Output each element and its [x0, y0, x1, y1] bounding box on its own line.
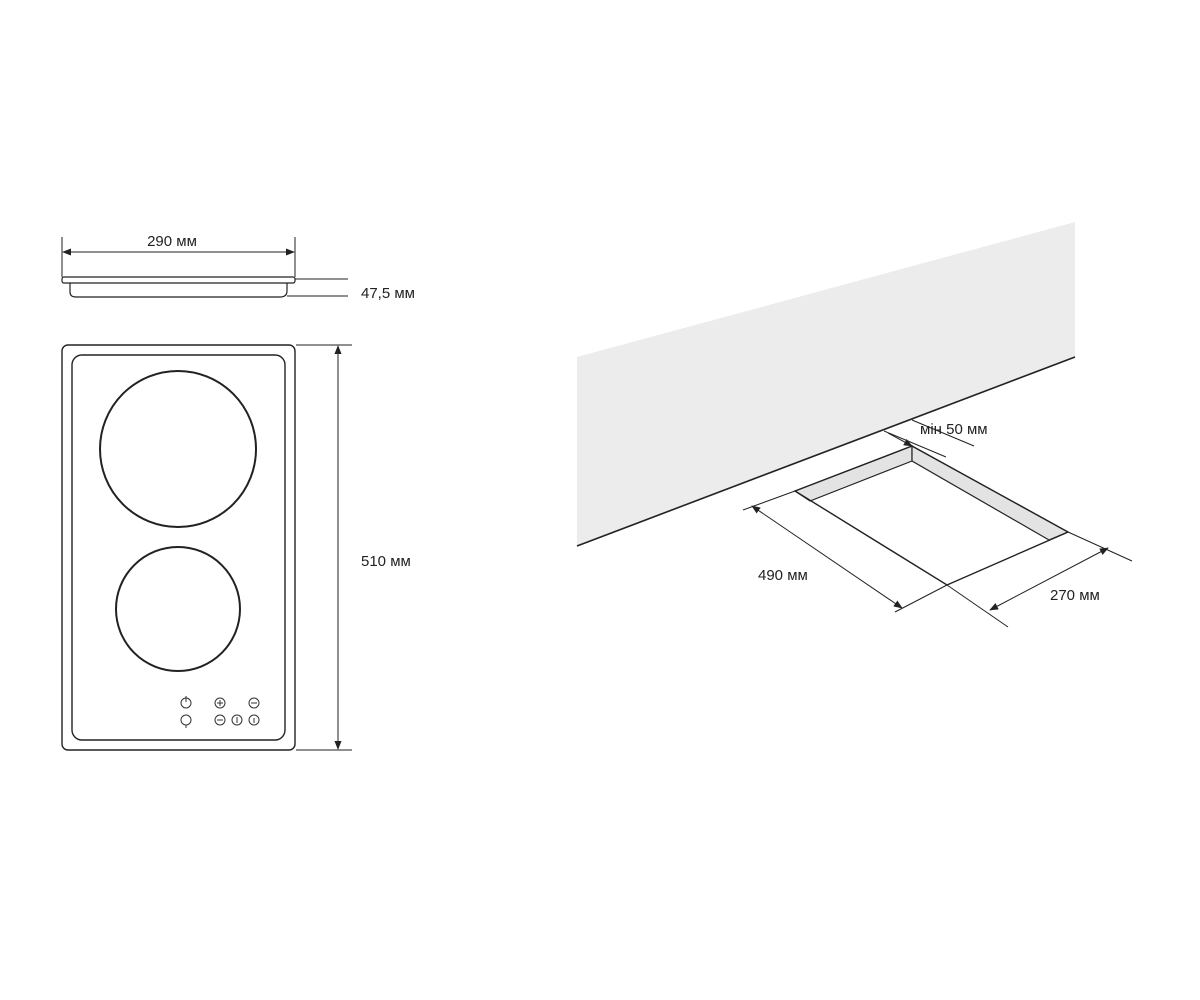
hob-inner-frame: [71, 354, 286, 741]
hob-outer-frame: [61, 344, 296, 751]
dimension-min-gap: мін 50 мм: [883, 419, 988, 458]
min-gap-label: мін 50 мм: [920, 421, 988, 438]
hob-side-glass: [61, 276, 296, 284]
lock-icon: [180, 714, 192, 728]
min-gap-dimension-line: [887, 432, 913, 447]
cutout-width-label: 270 мм: [1050, 587, 1100, 604]
installation-view: мін 50 мм 490 мм 270 мм: [576, 222, 1133, 628]
info-icon: [248, 714, 260, 726]
dimension-hob-depth: 510 мм: [296, 344, 411, 751]
dimension-hob-width: 290 мм: [61, 233, 296, 277]
cutout-width-extension-right: [1067, 531, 1133, 562]
wall: [577, 222, 1075, 546]
minus-icon: [214, 714, 226, 726]
hob-side-view: [61, 276, 348, 298]
hob-side-body: [69, 283, 288, 298]
dimension-cutout-depth: 490 мм: [742, 490, 948, 613]
power-icon: [180, 696, 192, 709]
control-panel: [180, 696, 260, 728]
cutout-back-wall: [911, 444, 1070, 541]
dimension-cutout-width: 270 мм: [946, 531, 1133, 628]
countertop-back-edge: [576, 356, 1076, 547]
cutout-depth-label: 490 мм: [758, 567, 808, 584]
burner-small: [115, 546, 241, 672]
hob-top-view: [61, 344, 296, 751]
plus-icon: [214, 697, 226, 709]
burner-large: [99, 370, 257, 528]
hob-height-label: 47,5 мм: [361, 285, 415, 302]
hob-width-label: 290 мм: [147, 233, 197, 250]
cutout: [793, 444, 1070, 586]
hob-depth-label: 510 мм: [361, 553, 411, 570]
cutout-width-extension-left: [946, 584, 1009, 628]
cutout-depth-extension-top: [742, 490, 796, 511]
zone-select-icon: [231, 714, 243, 726]
cutout-width-dimension-line: [989, 547, 1109, 611]
timer-icon: [248, 697, 260, 709]
min-gap-extension-2: [911, 419, 975, 447]
min-gap-extension-1: [883, 430, 947, 458]
cutout-depth-dimension-line: [751, 505, 903, 609]
cutout-depth-extension-bottom: [894, 584, 948, 613]
